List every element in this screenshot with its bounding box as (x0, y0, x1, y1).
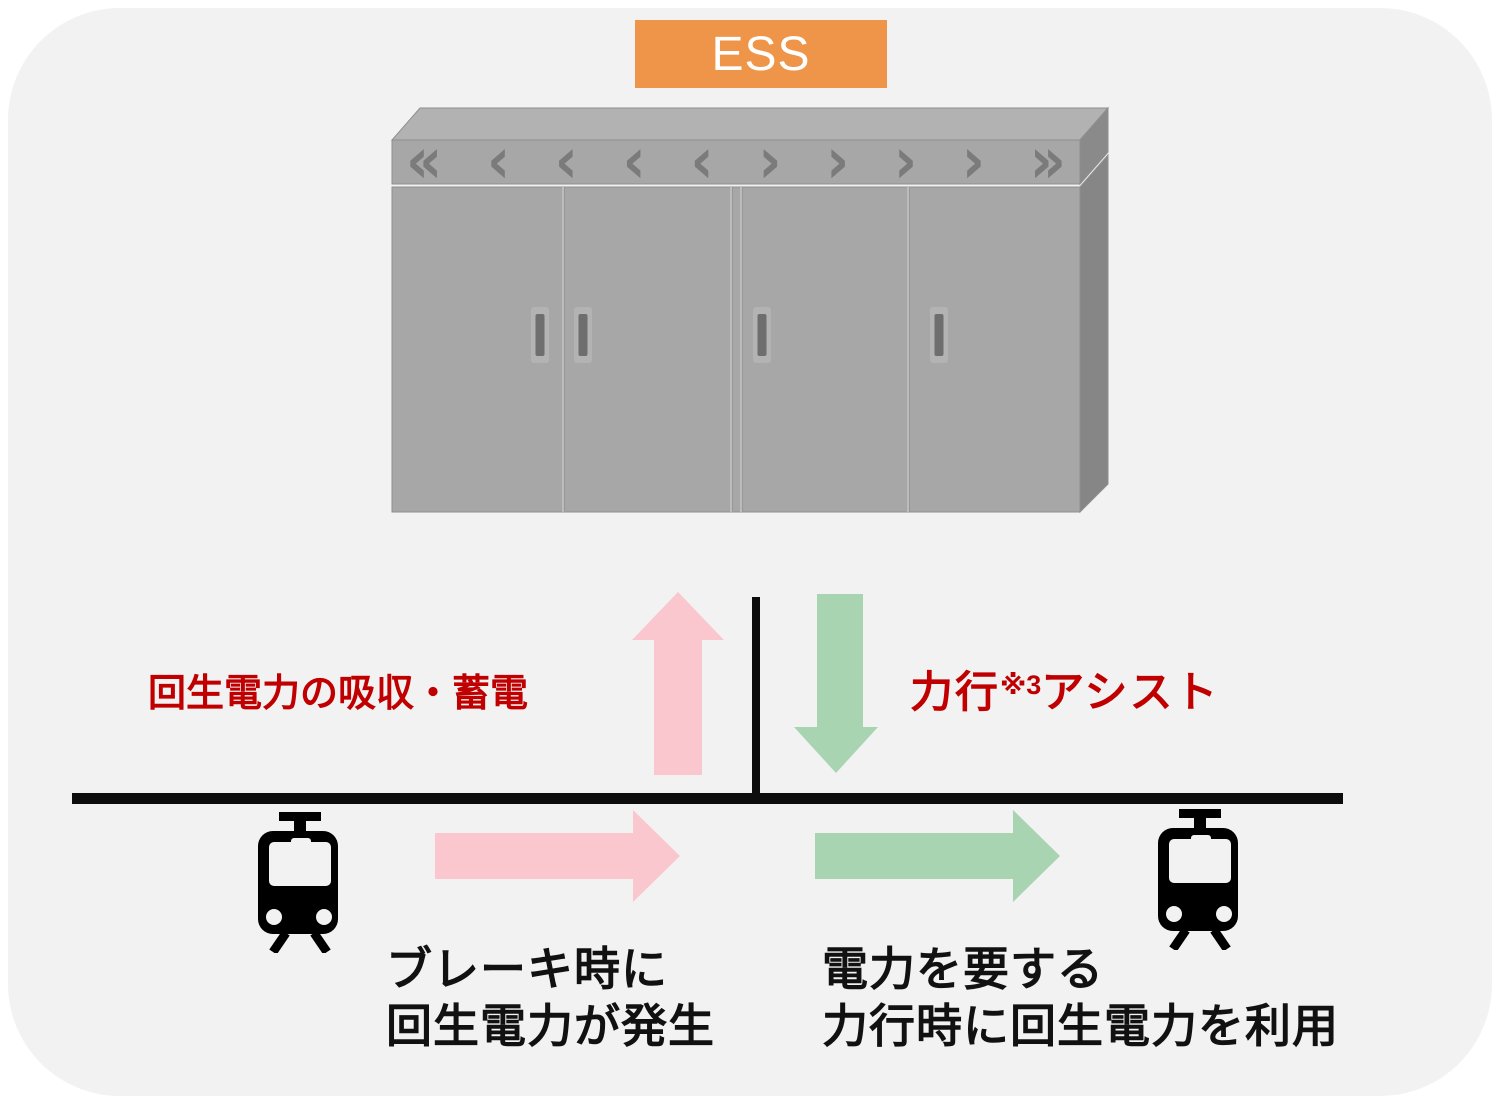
cabinet-door-seams (562, 187, 910, 512)
powering-use-right-arrow-icon (815, 810, 1060, 902)
chevron-left-icon: ‹ (690, 124, 714, 199)
ess-title: ESS (711, 27, 811, 81)
ess-title-box: ESS (635, 20, 887, 88)
chevron-right-icon: › (758, 124, 782, 199)
chevron-double-right-icon: » (1029, 124, 1066, 199)
cabinet-body-side-face (1079, 153, 1109, 514)
train-icon-powering (1158, 809, 1238, 950)
cabinet-body-front-face (391, 186, 1081, 513)
chevron-right-icon: › (826, 124, 850, 199)
chevron-right-icon: › (961, 124, 985, 199)
brake-caption-line2: 回生電力が発生 (386, 1000, 715, 1052)
train-icon-braking (258, 812, 338, 953)
chevron-left-icon: ‹ (554, 124, 578, 199)
assist-label-footnote-marker: ※3 (1000, 670, 1042, 700)
powering-caption-line1: 電力を要する (822, 943, 1104, 995)
cabinet-cap-front-face (391, 139, 1081, 185)
brake-caption: ブレーキ時に 回生電力が発生 (386, 941, 715, 1055)
cabinet-door-handles (531, 307, 948, 363)
assist-down-arrow-icon (794, 594, 878, 773)
chevron-double-left-icon: « (406, 124, 443, 199)
chevron-left-icon: ‹ (622, 124, 646, 199)
ess-cabinet-icon (390, 106, 1110, 514)
brake-caption-line1: ブレーキ時に (386, 943, 668, 995)
chevron-left-icon: ‹ (486, 124, 511, 199)
chevron-right-icon: › (894, 124, 918, 199)
regen-store-label: 回生電力の吸収・蓄電 (148, 673, 529, 715)
cabinet-chevron-decoration: « ‹ ‹ ‹ ‹ › › › › » (398, 129, 1074, 193)
assist-label-main: 力行 (910, 669, 1000, 717)
brake-regen-right-arrow-icon (435, 810, 680, 902)
ess-feeder-line (752, 597, 760, 804)
powering-assist-label: 力行※3アシスト (910, 658, 1220, 720)
powering-caption-line2: 力行時に回生電力を利用 (822, 1000, 1339, 1052)
powering-caption: 電力を要する 力行時に回生電力を利用 (822, 941, 1339, 1055)
overhead-power-line (72, 793, 1343, 804)
regen-store-up-arrow-icon (632, 592, 724, 775)
assist-label-rest: アシスト (1041, 669, 1220, 717)
